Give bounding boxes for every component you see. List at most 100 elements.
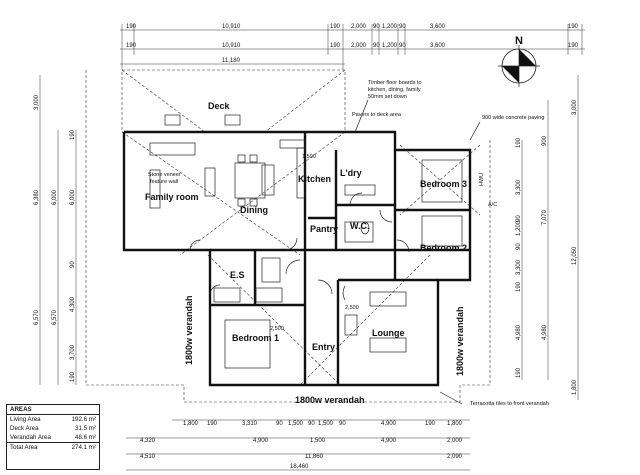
bottom2-dim-1: 4,320 [140, 438, 156, 444]
left-inner-dim-4: 4,300 [70, 296, 76, 312]
terracotta-note: Terracotta tiles to front verandah [470, 401, 549, 407]
top1-dim-1: 190 [126, 24, 137, 30]
furniture [149, 114, 463, 369]
right-inner-dim-2: 3,300 [516, 179, 522, 195]
timber-note-1: Timber floor boards to [368, 80, 422, 86]
bed1-bed [224, 319, 271, 369]
lounge-chair [344, 314, 358, 336]
es-vanity-2 [255, 287, 283, 303]
deck-seat-1 [164, 114, 181, 126]
bedroom-2-label: Bedroom 2 [420, 243, 467, 253]
left-inner-dim-6: 190 [70, 371, 76, 382]
ac-note: A/C [488, 202, 497, 208]
wc-vanity [344, 221, 374, 243]
areas-table: AREAS Living Area 192.6 m² Deck Area 31.… [6, 404, 100, 470]
deck-label: Deck [208, 101, 231, 111]
right-mid-dim-1: 900 [542, 135, 548, 146]
family-sofa-top [149, 142, 196, 156]
bottom1-dim-6: 90 [308, 421, 315, 427]
bottom1-dim-3: 3,310 [242, 421, 258, 427]
bottom3-dim-2: 11,860 [305, 454, 324, 460]
right-outer-dim-1: 3,000 [572, 99, 578, 115]
es-shower [261, 257, 281, 283]
areas-row-value: 31.5 m² [75, 425, 96, 432]
bottom4-dim-1: 18,460 [290, 464, 309, 470]
bottom3-dim-3: 2,090 [447, 454, 463, 460]
left-inner-dim-5: 3,700 [70, 344, 76, 360]
bottom1-dim-9: 4,900 [381, 421, 397, 427]
left-outer-dim-3: 6,570 [34, 309, 40, 325]
verandah-bottom-label: 1800w verandah [295, 395, 365, 405]
kitchen-label: Kitchen [298, 174, 331, 184]
top1-dim-4: 2,000 [351, 24, 367, 30]
timber-note-2: kitchen, dining, family [368, 87, 421, 93]
bottom1-dim-8: 90 [339, 421, 346, 427]
areas-row: Living Area 192.6 m² [7, 415, 99, 424]
top2-dim-6: 1,200 [382, 43, 398, 49]
lounge-dim-note: 2,500 [345, 305, 359, 311]
bottom1-dim-1: 1,800 [183, 421, 199, 427]
bottom3-dim-1: 4,510 [140, 454, 156, 460]
top2-dim-1: 190 [126, 43, 137, 49]
bed3-bed [421, 159, 463, 203]
kitchen-island [261, 164, 275, 196]
right-inner-dim-7: 190 [516, 281, 522, 292]
verandah-right-label: 1800w verandah [455, 306, 465, 376]
right-inner-dim-3: 90 [516, 215, 522, 222]
right-inner-dim-1: 190 [516, 137, 522, 148]
top1-dim-6: 1,200 [382, 24, 398, 30]
top1-dim-2: 10,910 [222, 24, 241, 30]
pantry-label: Pantry [310, 224, 338, 234]
left-mid-dim-1: 6,000 [52, 189, 58, 205]
bottom-dimensions: 1,800 190 3,310 90 1,500 90 1,500 90 4,9… [126, 419, 470, 471]
dining-table [234, 162, 266, 199]
lounge-label: Lounge [372, 328, 405, 338]
areas-total-row: Total Area 274.1 m² [7, 442, 99, 452]
roof-outline [85, 69, 491, 403]
areas-row-value: 48.6 m² [75, 434, 96, 441]
bottom1-dim-10: 190 [425, 421, 436, 427]
bottom1-dim-11: 1,800 [447, 421, 463, 427]
top1-dim-5: 90 [373, 24, 380, 30]
family-room-label: Family room [145, 192, 199, 202]
deck-seat-2 [224, 114, 241, 126]
areas-row-label: Verandah Area [10, 434, 51, 441]
lounge-sofa-top [369, 291, 407, 307]
areas-row-label: Deck Area [10, 425, 39, 432]
kitchen-bench-side [296, 147, 306, 199]
top2-dim-8: 3,600 [430, 43, 446, 49]
right-outer-dim-2: 12,050 [572, 246, 578, 265]
bottom1-dim-2: 190 [207, 421, 218, 427]
paving-note: 900 wide concrete paving [482, 115, 544, 121]
room-labels: Deck Family room Dining Kitchen L'dry Pa… [145, 101, 467, 405]
areas-total-value: 274.1 m² [71, 444, 96, 451]
areas-row: Deck Area 31.5 m² [7, 424, 99, 433]
annotations: Stone veneer feature wall Timber floor b… [148, 80, 549, 407]
areas-title: AREAS [7, 405, 99, 415]
hwu-note: HWU [479, 173, 485, 186]
top2-dim-2: 10,910 [222, 43, 241, 49]
family-sofa-left [149, 169, 161, 209]
wc-label: W.C. [350, 221, 370, 231]
bottom1-dim-7: 1,500 [318, 421, 334, 427]
top1-dim-8: 3,600 [430, 24, 446, 30]
lounge-sofa-bottom [369, 337, 407, 353]
right-inner-dim-8: 4,980 [516, 324, 522, 340]
kitchen-bench-top [279, 139, 306, 149]
top1-dim-9: 190 [568, 24, 579, 30]
north-label: N [515, 35, 523, 47]
stone-wall-note-1: Stone veneer [148, 172, 181, 178]
dining-label: Dining [240, 205, 268, 215]
bottom2-dim-5: 2,000 [447, 438, 463, 444]
areas-row: Verandah Area 48.6 m² [7, 433, 99, 442]
left-outer-dim-1: 3,000 [34, 94, 40, 110]
right-inner-dim-6: 3,300 [516, 259, 522, 275]
top-dimensions: 190 10,910 190 2,000 90 1,200 90 3,600 1… [120, 24, 585, 70]
right-mid-dim-3: 4,980 [542, 324, 548, 340]
right-inner-dim-4: 1,200 [516, 220, 522, 236]
right-mid-dim-2: 7,070 [542, 209, 548, 225]
left-inner-dim-3: 90 [70, 261, 76, 268]
top2-dim-5: 90 [373, 43, 380, 49]
laundry-tub [344, 184, 376, 196]
right-outer-dim-3: 1,800 [572, 379, 578, 395]
